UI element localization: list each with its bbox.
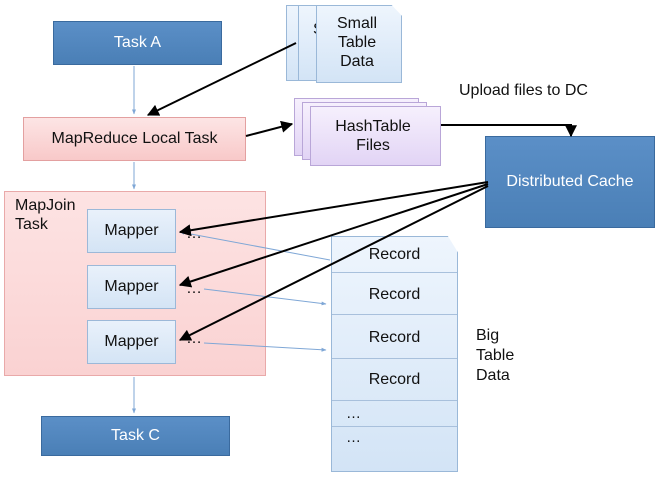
mapreduce-local-task-label: MapReduce Local Task — [51, 130, 218, 147]
distributed-cache-label: Distributed Cache — [506, 173, 634, 190]
arrow-record-to-mapper-1 — [179, 230, 331, 261]
hashtable-doc: HashTable Files — [310, 106, 441, 166]
small-table-label: Small Table Data — [336, 15, 377, 70]
record-row-1: Record — [332, 237, 457, 273]
small-table-doc: Small Table Data — [316, 5, 402, 83]
arrow-dc-to-mapper-3 — [178, 185, 489, 341]
task-c-label: Task C — [111, 427, 160, 444]
distributed-cache-box: Distributed Cache — [485, 136, 655, 228]
task-a-box: Task A — [53, 21, 222, 65]
mapper-1: Mapper — [87, 209, 176, 253]
arrow-local-to-hashtable — [245, 120, 294, 137]
mapper-3: Mapper — [87, 320, 176, 364]
hashtable-files-label: HashTable Files — [335, 118, 411, 154]
record-row-2: Record — [332, 275, 457, 315]
mapper-3-label: Mapper — [104, 333, 159, 350]
record-row-4: Record — [332, 359, 457, 401]
big-table-label: Big Table Data — [476, 327, 515, 384]
arrow-hashtable-to-dc — [441, 124, 577, 138]
mapper-2: Mapper — [87, 265, 176, 309]
big-table-doc: Record Record Record Record … … — [331, 236, 458, 472]
record-ellipsis-row-2: … — [346, 428, 361, 446]
record-row-3: Record — [332, 317, 457, 359]
mapper-1-label: Mapper — [104, 222, 159, 239]
mapjoin-task-label: MapJoin Task — [15, 197, 76, 233]
arrow-mapper-3-to-record — [203, 342, 327, 352]
record-ellipsis-row-1: … — [332, 401, 457, 427]
mapreduce-local-task-box: MapReduce Local Task — [23, 117, 246, 161]
task-a-label: Task A — [113, 34, 162, 51]
arrow-dc-to-mapper-2 — [178, 183, 489, 288]
upload-files-label: Upload files to DC — [459, 82, 588, 99]
arrow-dc-to-mapper-1 — [178, 181, 489, 237]
task-c-box: Task C — [41, 416, 230, 456]
mapper-2-label: Mapper — [104, 278, 159, 295]
arrow-small-table-to-local — [146, 42, 297, 116]
